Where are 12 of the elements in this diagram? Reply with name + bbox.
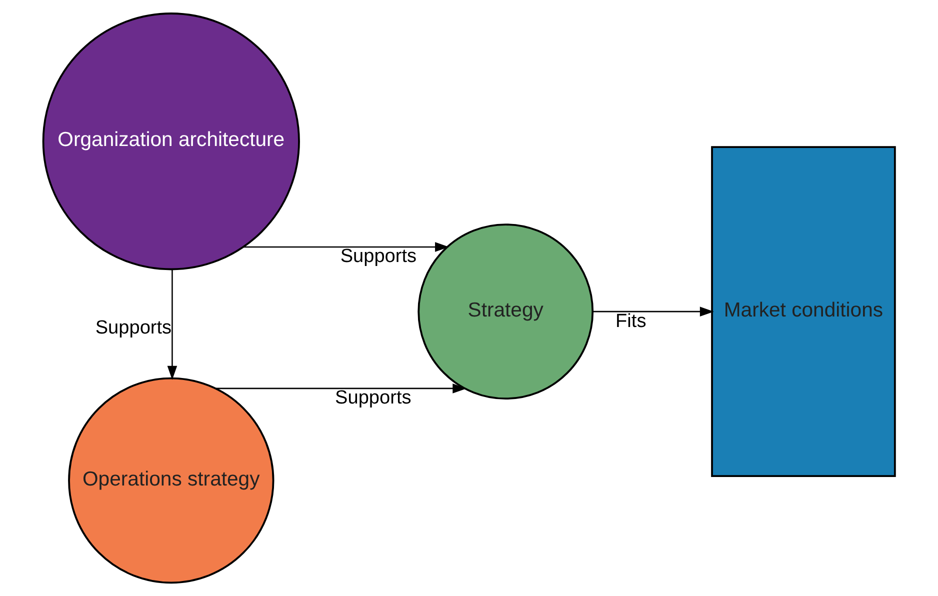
arrow xyxy=(244,242,450,252)
node-circle: Strategy xyxy=(418,224,594,400)
edge-label: Supports xyxy=(95,317,172,338)
node-box: Market conditions xyxy=(711,146,896,477)
arrow xyxy=(216,384,467,394)
edge-label: Supports xyxy=(335,388,412,409)
edge-label: Supports xyxy=(340,246,417,268)
arrow xyxy=(167,270,178,380)
arrow xyxy=(592,306,714,316)
node-circle: Operations strategy xyxy=(68,377,274,584)
node-circle: Organization architecture xyxy=(42,12,300,270)
edge-label: Fits xyxy=(616,310,646,332)
